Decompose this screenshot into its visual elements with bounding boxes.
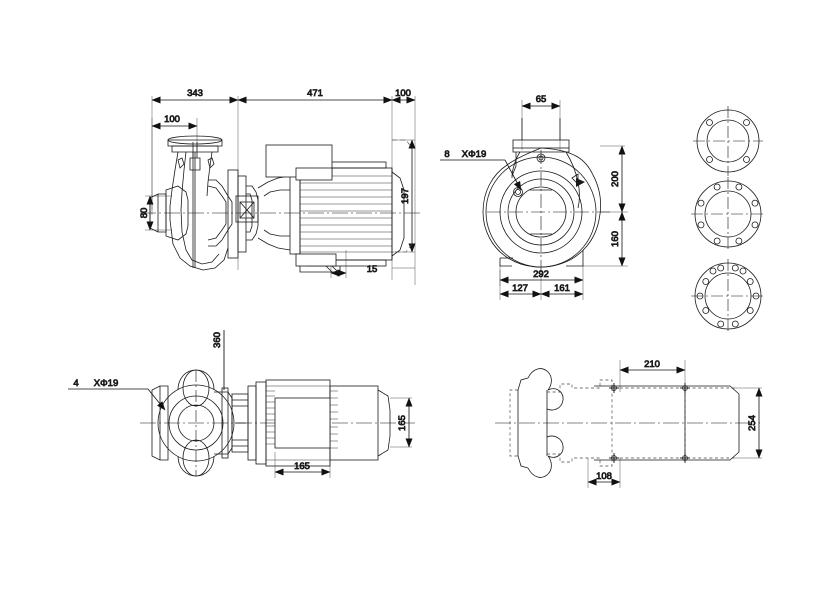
dimension-200: 200 (610, 145, 626, 213)
dimension-343: 343 (151, 88, 239, 104)
dimension-165-right-value: 165 (397, 415, 408, 431)
top-view: 360 165 165 (68, 330, 415, 478)
baseplate-view: 210 108 254 (495, 359, 763, 488)
top-view-pump (151, 369, 267, 477)
dimension-108: 108 (587, 471, 621, 486)
flange-top (693, 106, 763, 176)
callout-4-count: 4 (73, 378, 78, 389)
dimension-471-value: 471 (307, 88, 323, 99)
side-view-bearing-bracket (207, 169, 301, 259)
dimension-65-value: 65 (536, 94, 547, 105)
callout-8-count: 8 (444, 149, 449, 160)
dimension-210-value: 210 (644, 359, 660, 370)
dimension-127-value: 127 (512, 283, 528, 294)
callout-4-holes: 4 XΦ19 (68, 378, 166, 411)
baseplate-extension-lines (587, 360, 762, 488)
dimension-197: 197 (400, 139, 416, 253)
side-view-extension-lines (145, 96, 416, 285)
dimension-165-right: 165 (397, 397, 413, 448)
front-view: 65 292 127 161 200 160 (440, 94, 628, 300)
side-view-motor (265, 144, 405, 273)
side-view-pump-casing (169, 142, 229, 271)
dimension-161-value: 161 (554, 283, 570, 294)
baseplate-motor-frame (594, 385, 740, 461)
side-view-suction-flange (149, 185, 189, 241)
dimension-15-value: 15 (367, 264, 378, 275)
flange-middle (691, 177, 765, 251)
dimension-100-top-value: 100 (395, 88, 411, 99)
front-view-discharge-nozzle (512, 118, 570, 153)
top-view-motor (265, 379, 391, 467)
dimension-161: 161 (540, 283, 584, 298)
flange-details (691, 106, 765, 333)
motor-cooling-fins (300, 175, 392, 253)
dimension-200-value: 200 (610, 171, 621, 187)
callout-4-text: XΦ19 (94, 378, 118, 389)
dimension-100-flange: 100 (151, 114, 198, 130)
dimension-160-value: 160 (610, 231, 621, 247)
callout-8-text: XΦ19 (462, 149, 486, 160)
dimension-100-top: 100 (391, 88, 416, 104)
dimension-65: 65 (521, 94, 561, 110)
dimension-165-bottom-value: 165 (294, 461, 310, 472)
flange-bottom (691, 259, 765, 333)
side-view: 343 471 100 100 15 80 197 (139, 88, 420, 285)
dimension-210: 210 (619, 359, 686, 374)
dimension-197-value: 197 (400, 188, 411, 204)
dimension-471: 471 (237, 88, 393, 104)
dimension-292-value: 292 (533, 269, 549, 280)
dimension-360: 360 (212, 330, 225, 390)
dimension-254-value: 254 (747, 415, 758, 431)
front-view-volute-casing (482, 147, 601, 268)
dimension-292: 292 (499, 269, 584, 284)
callout-8-holes: 8 XΦ19 (440, 149, 522, 191)
baseplate-pump-outline (517, 368, 564, 478)
dimension-343-value: 343 (187, 88, 203, 99)
dimension-360-value: 360 (212, 332, 223, 348)
dimension-15: 15 (330, 264, 378, 277)
baseplate-bolt-holes (609, 383, 690, 463)
dimension-127: 127 (499, 283, 542, 298)
side-view-envelope (392, 139, 413, 253)
dimension-100-flange-value: 100 (164, 114, 180, 125)
side-view-discharge-flange (167, 135, 223, 153)
dimension-165-bottom: 165 (274, 461, 331, 476)
dimension-160: 160 (610, 211, 626, 267)
dimension-108-value: 108 (596, 471, 612, 482)
top-view-motor-fins (266, 385, 338, 461)
